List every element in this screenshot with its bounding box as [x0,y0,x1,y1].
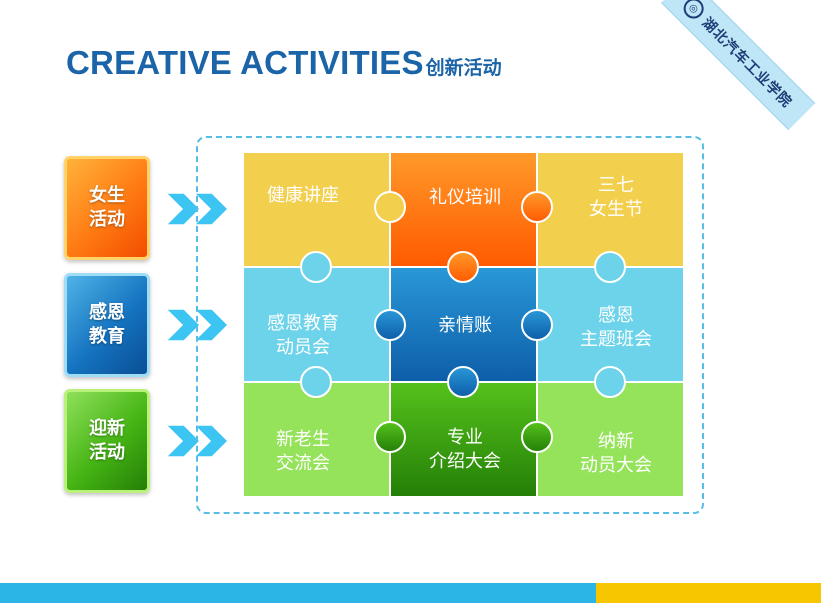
chevron-right-icon [164,424,230,458]
puzzle-piece [536,266,685,383]
piece-major-intro[interactable]: 专业 介绍大会 [429,427,501,472]
piece-old-new-exchange[interactable]: 新老生 交流会 [276,429,330,474]
puzzle-knob [374,421,406,453]
bottom-bar-blue [0,583,596,603]
puzzle-knob [521,421,553,453]
activities-frame [196,136,704,514]
puzzle-knob [521,191,553,223]
puzzle-piece [242,266,391,383]
puzzle-knob [300,251,332,283]
title-chinese: 创新活动 [425,57,502,79]
puzzle-knob [300,366,332,398]
piece-recruitment[interactable]: 纳新 动员大会 [580,431,652,476]
category-label: 迎新 活动 [89,418,125,463]
bottom-bar-yellow [596,583,821,603]
puzzle-piece [536,151,685,268]
category-girls-activities[interactable]: 女生 活动 [64,156,150,260]
puzzle-piece [389,151,538,268]
puzzle-knob [374,309,406,341]
puzzle-piece [389,266,538,383]
piece-health-lecture[interactable]: 健康讲座 [267,185,339,206]
piece-gratitude-mobilization[interactable]: 感恩教育 动员会 [267,313,339,358]
puzzle-piece [242,151,391,268]
piece-womens-day[interactable]: 三七 女生节 [589,175,643,220]
category-label: 女生 活动 [89,185,125,230]
category-label: 感恩 教育 [89,302,125,347]
puzzle-piece [536,381,685,498]
piece-gratitude-class-meeting[interactable]: 感恩 主题班会 [580,305,652,350]
piece-etiquette-training[interactable]: 礼仪培训 [429,187,501,208]
puzzle-knob [447,366,479,398]
piece-family-account[interactable]: 亲情账 [438,315,492,336]
puzzle-knob [521,309,553,341]
chevron-right-icon [164,192,230,226]
category-gratitude-education[interactable]: 感恩 教育 [64,273,150,377]
puzzle-knob [374,191,406,223]
category-freshman-activities[interactable]: 迎新 活动 [64,389,150,493]
chevron-right-icon [164,308,230,342]
puzzle-knob [594,251,626,283]
puzzle-knob [447,251,479,283]
title-english: CREATIVE ACTIVITIES [66,44,424,81]
puzzle-knob [594,366,626,398]
